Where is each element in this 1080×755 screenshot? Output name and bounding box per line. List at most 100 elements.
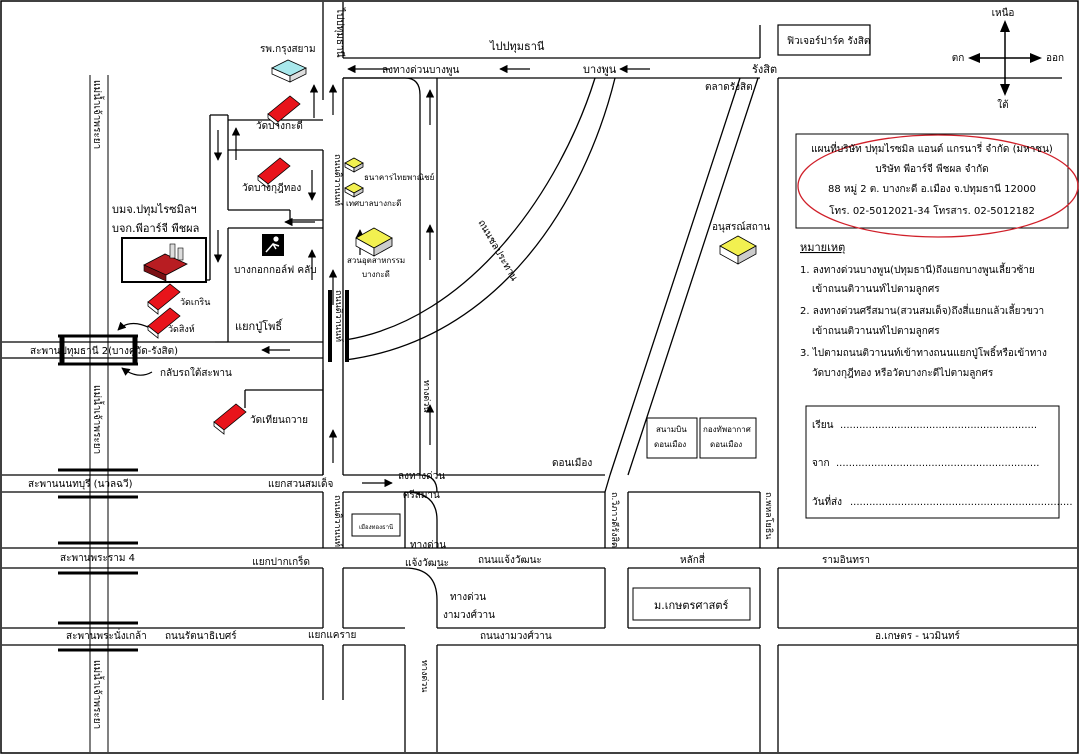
sender-form-box: [805, 405, 1060, 519]
road-to-pathum: ไปปทุมธานี: [489, 40, 545, 53]
compass-south: ใต้: [997, 99, 1008, 111]
ngamwongwan-label: ถนนงามวงศ์วาน: [480, 630, 552, 642]
company-line-2: บริษัท พีอาร์จี พืชผล จำกัด: [875, 163, 988, 175]
exp-ngam-label-2: งามวงศ์วาน: [443, 609, 495, 621]
highlight-oval: [797, 134, 1079, 238]
wat-bangkadi-label: วัดบางกะดี: [256, 120, 303, 132]
yaek-pakkret-label: แยกปากเกร็ด: [252, 554, 310, 568]
compass-west: ตก: [952, 53, 965, 64]
expressway-label-1: ทางด่วน: [421, 380, 431, 412]
compass-icon: [968, 20, 1042, 96]
wat-sing-label: วัดสิงห์: [168, 323, 195, 335]
temple-icon: [267, 95, 301, 127]
company-line-1: แผนที่บริษัท ปทุมไรซมิล แอนด์ แกรนารี่ จ…: [811, 141, 1053, 155]
notes-title: หมายเหตุ: [800, 241, 845, 254]
temple-icon: [147, 307, 181, 339]
mueang-thong-box: [351, 513, 401, 537]
chaeng-watthana-label: ถนนแจ้งวัฒนะ: [478, 554, 542, 566]
ramintra-label: รามอินทรา: [822, 555, 870, 566]
note-1b: เข้าถนนติวานนท์ไปตามลูกศร: [812, 283, 940, 295]
expressway-label-2: ทางด่วน: [419, 660, 429, 692]
river-label-3: แม่น้ำเจ้าพระยา: [91, 660, 105, 729]
road-exp-bangphun: ลงทางด่วนบางพูน: [382, 65, 459, 76]
road-rangsit: รังสิต: [752, 63, 777, 76]
road-to-pathum-vertical: ไปปทุมธานี: [334, 7, 346, 58]
municipal-office-icon: [344, 182, 364, 198]
form-date-line: ........................................…: [850, 497, 1073, 508]
exp-ngam-label-1: ทางด่วน: [450, 592, 486, 603]
river-label-2: แม่น้ำเจ้าพระยา: [91, 385, 105, 454]
anusorn-label: อนุสรณ์สถาน: [712, 221, 770, 233]
chonprathan-label: ถนนชลประทาน: [475, 218, 519, 283]
form-from-label: จาก: [812, 458, 830, 469]
tiwanon-label-3: ถนนติวานนท์: [332, 495, 344, 547]
bank-icon: [344, 157, 364, 173]
river-label-1: แม่น้ำเจ้าพระยา: [91, 80, 105, 149]
yaek-pu-phothi-label: แยกปู่โพธิ์: [235, 318, 284, 333]
mueang-thong-label: เมืองทองธานี: [359, 523, 393, 531]
note-2b: เข้าถนนติวานนท์ไปตามลูกศร: [812, 325, 940, 337]
airport-box: [646, 417, 698, 459]
future-park-box: [777, 24, 871, 56]
note-3a: 3. ไปตามถนนติวานนท์เข้าทางถนนแยกปู่โพธิ์…: [800, 345, 1047, 359]
compass-north: เหนือ: [992, 7, 1015, 19]
company-line-4: โทร. 02-5012021-34 โทรสาร. 02-5012182: [829, 204, 1035, 217]
temple-icon: [213, 403, 247, 435]
donmueang-label: ดอนเมือง: [552, 457, 592, 469]
yaek-sansamdet-label: แยกสวนสมเด็จ: [268, 476, 334, 490]
factory-name-1: บมจ.ปทุมไรซมิลฯ: [112, 203, 197, 216]
form-to-line: ........................................…: [840, 420, 1037, 431]
temple-icon: [257, 157, 291, 189]
golf-club-label: บางกอกกอล์ฟ คลับ: [234, 264, 317, 276]
airforce-label-2: ดอนเมือง: [710, 440, 742, 449]
factory-name-2: บจก.พีอาร์จี พืชผล: [112, 222, 199, 235]
memorial-icon: [719, 235, 757, 265]
wat-bangkuthong-label: วัดบางกุฎีทอง: [242, 182, 301, 194]
temple-icon: [147, 283, 181, 315]
form-from-line: ........................................…: [836, 458, 1039, 469]
bridge-nonthaburi-label: สะพานนนทบุรี (นวลฉวี): [28, 478, 133, 490]
exp-sansamdet-label: ลงทางด่วน: [398, 471, 445, 482]
form-date-label: วันที่ส่ง: [812, 494, 842, 508]
industrial-park-label-1: สวนอุตสาหกรรม: [347, 256, 405, 265]
tessaban-label: เทศบาลบางกะดี: [346, 199, 401, 208]
compass-east: ออก: [1046, 53, 1064, 64]
vibhavadi-label: ถ.วิภาวดีรังสิต: [609, 492, 620, 548]
wat-thian-label: วัดเทียนถวาย: [250, 414, 308, 426]
direction-arrows: [117, 64, 650, 488]
exp-chaeng-label-2: แจ้งวัฒนะ: [405, 557, 449, 569]
kasetsart-box: [632, 587, 751, 621]
bridge-pinklao-label: สะพานพระนั่งเกล้า: [66, 628, 147, 642]
yaek-khae-rai-label: แยกแคราย: [308, 630, 356, 641]
golf-club-icon: [262, 234, 284, 256]
future-park-label: ฟิวเจอร์ปาร์ค รังสิต: [787, 35, 870, 47]
tiwanon-label-1: ถนนติวานนท์: [332, 154, 344, 206]
factory-box: [121, 237, 207, 283]
industrial-park-label-2: บางกะดี: [362, 270, 390, 279]
airport-label-2: ดอนเมือง: [654, 440, 686, 449]
exp-chaeng-label-1: ทางด่วน: [410, 540, 446, 551]
form-to-label: เรียน: [812, 419, 834, 431]
talad-rangsit: ตลาดรังสิต: [705, 82, 753, 93]
phahonyothin-label: ถ.พหลโยธิน: [763, 492, 774, 539]
chao-phraya-river: [89, 75, 109, 752]
airforce-label-1: กองทัพอากาศ: [703, 425, 751, 434]
airforce-box: [699, 417, 757, 459]
hospital-icon: [271, 59, 307, 83]
note-3b: วัดบางกุฎีทอง หรือวัดบางกะดีไปตามลูกศร: [812, 367, 994, 379]
note-1a: 1. ลงทางด่วนบางพูน(ปทุมธานี)ถึงแยกบางพูน…: [800, 262, 1035, 276]
industrial-park-icon: [355, 227, 393, 257]
laksi-label: หลักสี่: [680, 552, 705, 566]
bank-label: ธนาคารไทยพาณิชย์: [364, 172, 434, 182]
note-2a: 2. ลงทางด่วนศรีสมาน(สวนสมเด็จ)ถึงสี่แยกแ…: [800, 303, 1044, 317]
airport-label-1: สนามบิน: [656, 425, 687, 434]
wat-kriin-label: วัดเกริน: [180, 297, 210, 308]
hospital-label: รพ.กรุงสยาม: [260, 44, 316, 55]
company-line-3: 88 หมู่ 2 ต. บางกะดี อ.เมือง จ.ปทุมธานี …: [828, 183, 1036, 195]
ratanathibet-label: ถนนรัตนาธิเบศร์: [165, 630, 237, 642]
kasetsart-label: ม.เกษตรศาสตร์: [654, 599, 728, 612]
kaset-nawamin-label: อ.เกษตร - นวมินทร์: [875, 630, 961, 642]
